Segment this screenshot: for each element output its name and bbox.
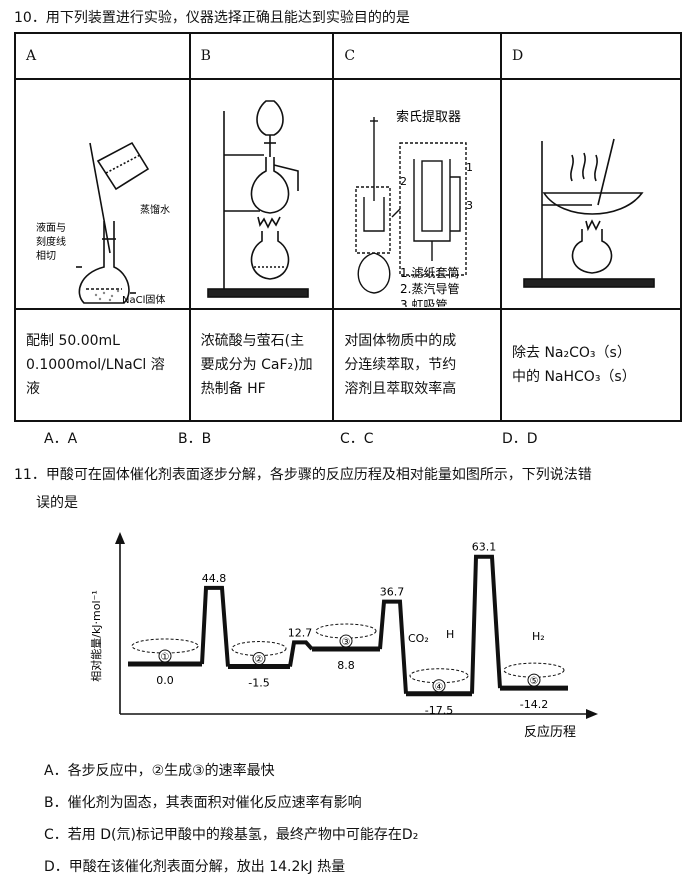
q11-stem-line1: 11．甲酸可在固体催化剂表面逐步分解，各步骤的反应历程及相对能量如图所示，下列说… [14, 467, 592, 483]
q10-table: A B C D [14, 32, 682, 422]
transition-path-2 [288, 640, 314, 667]
y-axis-label: 相对能量/kJ·mol⁻¹ [89, 590, 103, 682]
ts-energy-3: 36.7 [380, 586, 405, 599]
figure-d [500, 78, 682, 310]
col-c-header: C [332, 32, 502, 80]
species-h2-label: H₂ [532, 630, 545, 643]
desc-b-line: 热制备 HF [200, 381, 266, 397]
col-d-header: D [500, 32, 682, 80]
desc-c: 对固体物质中的成 分连续萃取，节约 溶剂且萃取效率高 [332, 308, 502, 422]
state-energy-2: -1.5 [248, 677, 269, 690]
desc-d-line: 除去 Na₂CO₃（s） [512, 345, 631, 361]
species-h-label: H [446, 628, 454, 641]
soxhlet-extractor-figure: 索氏提取器 1 2 3 1.滤纸套筒 2.蒸汽导管 3.虹吸管 [355, 109, 473, 307]
desc-d: 除去 Na₂CO₃（s） 中的 NaHCO₃（s） [500, 308, 682, 422]
state-energy-5: -14.2 [520, 698, 548, 711]
evaporating-dish-figure [523, 138, 655, 288]
desc-a-line: 0.1000mol/LNaCl 溶液 [26, 357, 165, 397]
label-filter-sleeve: 1.滤纸套筒 [400, 265, 459, 280]
label-level-2: 刻度线 [36, 235, 66, 248]
desc-c-line: 分连续萃取，节约 [344, 357, 457, 373]
transition-path-4 [470, 554, 502, 694]
label-vapor-tube: 2.蒸汽导管 [400, 281, 459, 296]
figure-a: 蒸馏水 液面与 刻度线 相切 NaCl固体 [14, 78, 191, 310]
volumetric-flask-figure: 蒸馏水 液面与 刻度线 相切 NaCl固体 [36, 141, 170, 306]
desc-c-line: 溶剂且萃取效率高 [344, 381, 457, 397]
transition-path-1 [200, 585, 230, 667]
q11-option-d[interactable]: D．甲酸在该催化剂表面分解，放出 14.2kJ 热量 [44, 859, 346, 875]
chart-axes [115, 532, 598, 719]
hf-apparatus-figure [207, 100, 310, 298]
desc-d-line: 中的 NaHCO₃（s） [512, 369, 636, 385]
label-distilled-water: 蒸馏水 [140, 203, 170, 216]
desc-a-line: 配制 50.00mL [26, 333, 120, 349]
q10-option-b[interactable]: B．B [178, 431, 212, 447]
desc-b-line: 要成分为 CaF₂)加 [200, 357, 313, 373]
q10-option-c[interactable]: C．C [340, 431, 374, 447]
state-marker-1 [158, 649, 172, 663]
energy-value-labels: ① 0.0 ② -1.5 ③ 8.8 ④ -17.5 ⑤ -14.2 44.8 12.7 36.7 63.… [156, 541, 548, 717]
state-marker-3 [339, 634, 353, 648]
q10-option-a[interactable]: A．A [44, 431, 78, 447]
label-n1: 1 [466, 161, 473, 174]
label-n3: 3 [466, 199, 473, 212]
label-level-3: 相切 [36, 249, 56, 262]
y-axis-arrow-icon [115, 532, 125, 544]
q10-header-row: A B C D [14, 32, 682, 80]
state-energy-1: 0.0 [156, 674, 174, 687]
catalyst-surface-1 [131, 638, 199, 654]
state-energy-3: 8.8 [337, 659, 355, 672]
species-co2-label: CO₂ [408, 632, 429, 645]
q10-option-d[interactable]: D．D [502, 431, 538, 447]
q11-stem-line2: 误的是 [36, 495, 78, 511]
transition-path-3 [378, 599, 408, 694]
q11-option-a[interactable]: A．各步反应中，②生成③的速率最快 [44, 763, 275, 779]
x-axis-arrow-icon [586, 709, 598, 719]
figure-c: 索氏提取器 1 2 3 1.滤纸套筒 2.蒸汽导管 3.虹吸管 [332, 78, 502, 310]
energy-profile-lines [128, 554, 568, 697]
q10-stem: 10．用下列装置进行实验，仪器选择正确且能达到实验目的的是 [14, 10, 410, 26]
label-siphon: 3.虹吸管 [400, 297, 447, 307]
figure-b [188, 78, 335, 310]
state-marker-5 [527, 673, 541, 687]
label-soxhlet: 索氏提取器 [396, 109, 461, 125]
state-marker-4 [432, 679, 446, 693]
state-label-2: ② [255, 655, 264, 666]
desc-b-line: 浓硫酸与萤石(主 [200, 333, 305, 349]
q10-figure-row: 蒸馏水 液面与 刻度线 相切 NaCl固体 [14, 78, 682, 310]
catalyst-surface-2 [231, 641, 287, 657]
surface-species: CO₂ H H₂ [408, 628, 545, 645]
state-marker-2 [252, 652, 266, 666]
desc-b: 浓硫酸与萤石(主 要成分为 CaF₂)加 热制备 HF [188, 308, 335, 422]
q10-desc-row: 配制 50.00mL 0.1000mol/LNaCl 溶液 浓硫酸与萤石(主 要… [14, 308, 682, 422]
label-level-1: 液面与 [36, 221, 66, 234]
state-label-5: ⑤ [530, 676, 539, 687]
desc-c-line: 对固体物质中的成 [344, 333, 457, 349]
label-nacl-solid: NaCl固体 [122, 294, 165, 306]
state-label-3: ③ [342, 637, 351, 648]
state-label-4: ④ [435, 682, 444, 693]
col-a-header: A [14, 32, 191, 80]
q11-option-c[interactable]: C．若用 D(氘)标记甲酸中的羧基氢，最终产物中可能存在D₂ [44, 827, 419, 843]
col-b-header: B [188, 32, 335, 80]
ts-energy-2: 12.7 [288, 626, 313, 639]
desc-a: 配制 50.00mL 0.1000mol/LNaCl 溶液 [14, 308, 191, 422]
ts-energy-4: 63.1 [472, 541, 497, 554]
state-label-1: ① [161, 652, 170, 663]
ts-energy-1: 44.8 [202, 572, 227, 585]
x-axis-label: 反应历程 [524, 724, 576, 740]
state-energy-4: -17.5 [425, 704, 453, 717]
label-n2: 2 [400, 175, 407, 188]
q11-option-b[interactable]: B．催化剂为固态，其表面积对催化反应速率有影响 [44, 795, 362, 811]
energy-profile-chart: 相对能量/kJ·mol⁻¹ 反应历程 ① 0.0 ② -1.5 ③ 8.8 ④ -17.5 ⑤ -… [89, 532, 598, 740]
